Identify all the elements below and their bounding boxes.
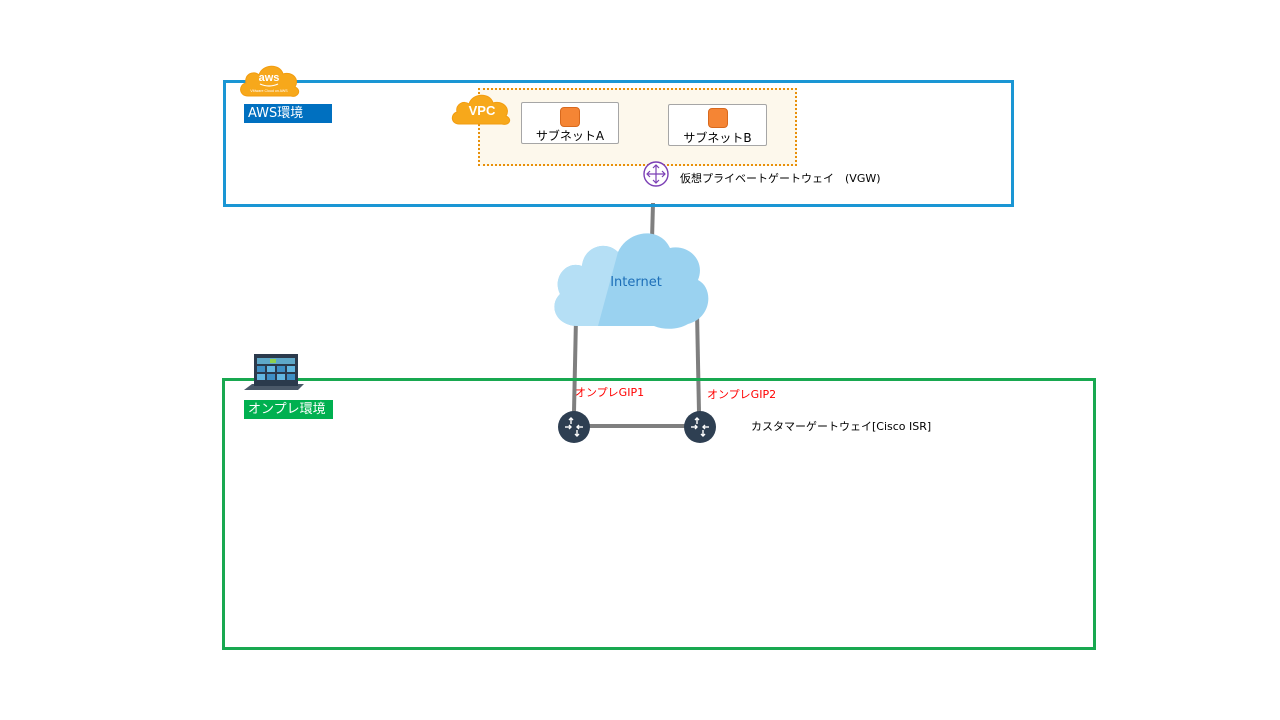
aws-cloud-icon: aws VMware Cloud on AWS bbox=[240, 65, 300, 97]
internet-cloud-icon bbox=[554, 233, 709, 329]
vgw-label: 仮想プライベートゲートウェイ (VGW) bbox=[680, 172, 881, 185]
onprem-gip2-label: オンプレGIP2 bbox=[707, 388, 777, 401]
aws-environment-box bbox=[223, 80, 1014, 207]
router-icon bbox=[684, 411, 716, 443]
internet-router2-line bbox=[695, 311, 701, 413]
aws-logo-text: aws bbox=[259, 72, 280, 84]
subnet-a: サブネットA bbox=[521, 102, 619, 144]
building-icon bbox=[244, 354, 304, 390]
internet-router1-line bbox=[572, 317, 578, 413]
vpc-cloud-icon: VPC bbox=[451, 94, 511, 125]
subnet-b: サブネットB bbox=[668, 104, 767, 146]
vpn-gateway-icon bbox=[643, 161, 669, 187]
subnet-instance-icon bbox=[708, 108, 728, 128]
internet-label: Internet bbox=[610, 275, 662, 290]
vgw-internet-line bbox=[650, 202, 655, 241]
customer-gateway-label: カスタマーゲートウェイ[Cisco ISR] bbox=[751, 420, 932, 433]
subnet-b-label: サブネットB bbox=[683, 131, 752, 145]
router-icon bbox=[558, 411, 590, 443]
aws-logo-subtext: VMware Cloud on AWS bbox=[250, 89, 288, 93]
aws-environment-label: AWS環境 bbox=[244, 104, 332, 123]
subnet-instance-icon bbox=[560, 107, 580, 127]
onprem-gip1-label: オンプレGIP1 bbox=[575, 386, 645, 399]
vpc-label: VPC bbox=[469, 103, 496, 118]
onprem-environment-box bbox=[222, 378, 1096, 650]
onprem-environment-label: オンプレ環境 bbox=[244, 400, 333, 419]
subnet-a-label: サブネットA bbox=[535, 129, 605, 143]
